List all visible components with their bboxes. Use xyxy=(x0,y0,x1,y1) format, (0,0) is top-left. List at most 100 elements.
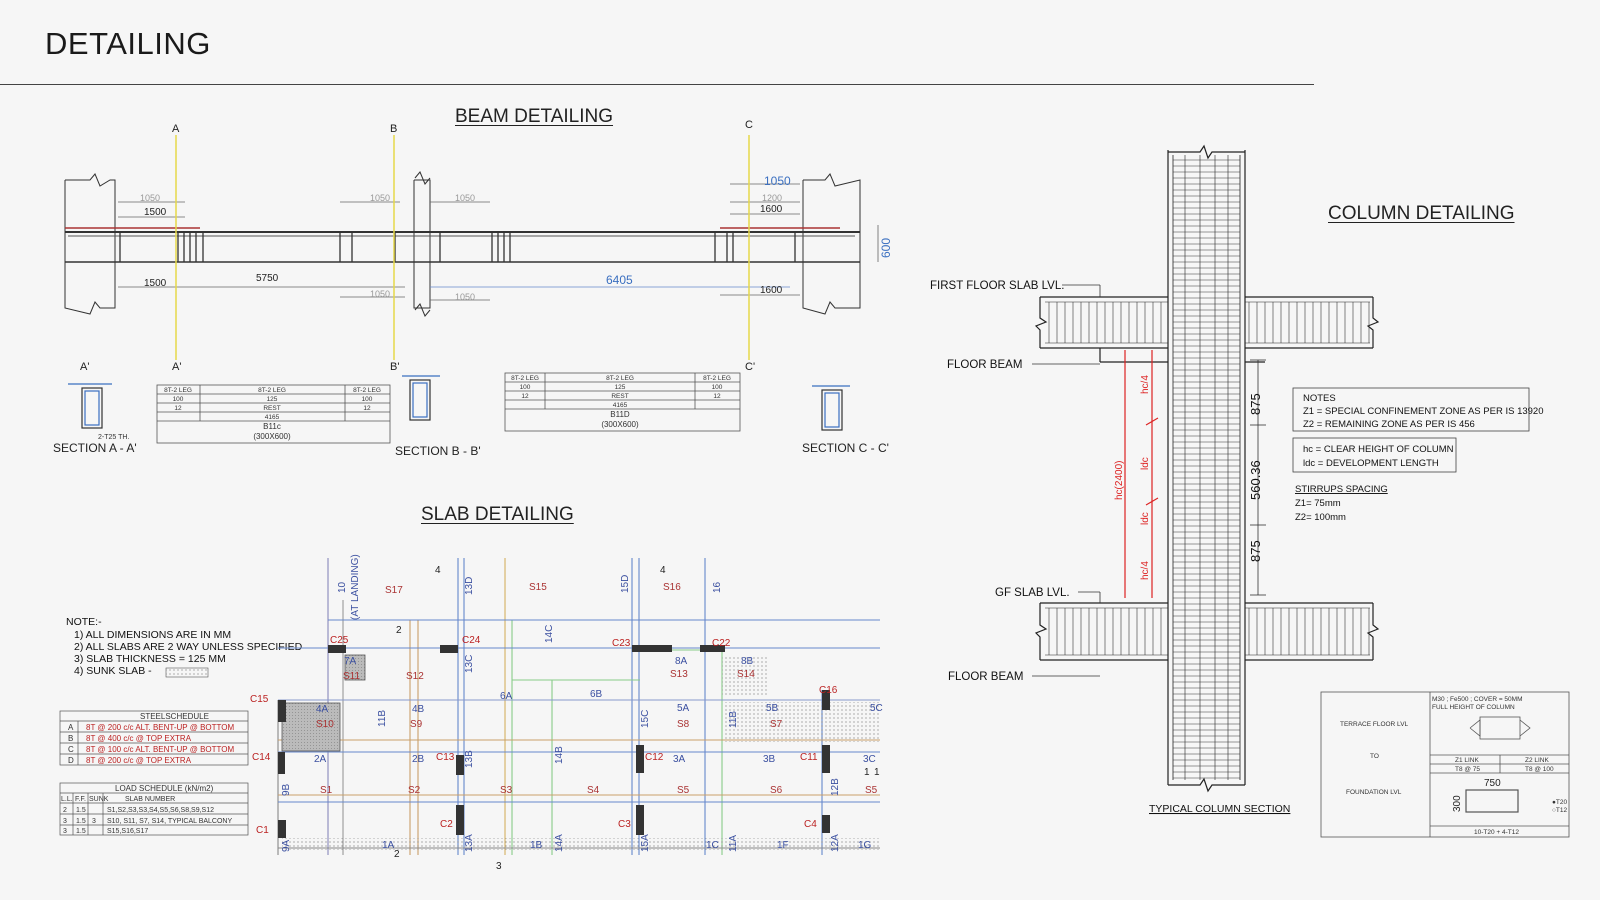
beam-table2-h2: 8T-2 LEG xyxy=(606,375,634,382)
box-t20: ●T20 xyxy=(1552,799,1568,806)
column-c1: C1 xyxy=(256,825,269,836)
dim-1050-e: 1050 xyxy=(455,292,475,302)
column-c3: C3 xyxy=(618,819,631,830)
stirrups-z1: Z1= 75mm xyxy=(1295,498,1341,509)
slab-s9: S9 xyxy=(410,719,423,730)
slab-s10: S10 xyxy=(316,719,334,730)
bay-3b: 3B xyxy=(763,754,776,765)
steel-row-b-key: B xyxy=(68,734,73,743)
bay-2a: 2A xyxy=(314,754,327,765)
dim-5750: 5750 xyxy=(256,273,279,284)
steel-schedule-title: STEELSCHEDULE xyxy=(140,712,209,721)
load-header-ff: F.F. xyxy=(75,796,86,803)
grid-11b-2: 11B xyxy=(728,711,739,728)
box-dim-750: 750 xyxy=(1484,778,1501,789)
column-c14: C14 xyxy=(252,752,271,763)
column-c15: C15 xyxy=(250,694,269,705)
grid-label-c: C xyxy=(745,119,753,131)
gf-slab-label: GF SLAB LVL. xyxy=(995,587,1070,599)
slab-note-4: 4) SUNK SLAB - xyxy=(74,665,152,677)
bay-5b: 5B xyxy=(766,703,779,714)
dim-1050-c: 1050 xyxy=(455,193,475,203)
beam-table2-r5: (300X600) xyxy=(601,420,639,429)
dim-1600-b: 1600 xyxy=(760,285,783,296)
column-c2: C2 xyxy=(440,819,453,830)
steel-row-d: 8T @ 200 c/c @ TOP EXTRA xyxy=(86,756,192,765)
dim-600: 600 xyxy=(879,238,893,258)
grid-11a: 11A xyxy=(728,835,739,852)
dim-875-top: 875 xyxy=(1248,393,1263,415)
beam-table1-r4: B11c xyxy=(263,422,281,431)
slab-note-title: NOTE:- xyxy=(66,616,102,628)
dim-875-bottom: 875 xyxy=(1248,540,1263,562)
grid-9a: 9A xyxy=(281,839,292,852)
bay-4b: 4B xyxy=(412,704,425,715)
load-r2-ff: 1.5 xyxy=(76,818,86,825)
section-c-label: SECTION C - C' xyxy=(802,441,889,455)
bay-7a: 7A xyxy=(344,656,357,667)
grid-14b: 14B xyxy=(554,746,565,764)
steel-row-a-key: A xyxy=(68,723,74,732)
bay-1f: 1F xyxy=(777,840,789,851)
grid-13b: 13B xyxy=(464,750,475,768)
load-header-ll: L.L. xyxy=(61,796,73,803)
label-hc4-top: hc/4 xyxy=(1140,375,1151,394)
beam-table2-r2a: 12 xyxy=(521,393,529,400)
label-hc4-bottom: hc/4 xyxy=(1140,561,1151,580)
slab-note-1: 1) ALL DIMENSIONS ARE IN MM xyxy=(74,629,231,641)
grid-9b: 9B xyxy=(281,783,292,796)
beam-table1-r2c: 12 xyxy=(363,405,371,412)
beam-table1-r1c: 100 xyxy=(362,396,373,403)
typical-column-section-label: TYPICAL COLUMN SECTION xyxy=(1149,803,1290,815)
slab-detailing-title: SLAB DETAILING xyxy=(421,504,574,525)
grid-11b: 11B xyxy=(377,710,388,727)
slab-s15: S15 xyxy=(529,582,547,593)
slab-s8: S8 xyxy=(677,719,690,730)
floor-beam-label-2: FLOOR BEAM xyxy=(948,671,1023,683)
column-c13: C13 xyxy=(436,752,455,763)
section-b-label: SECTION B - B' xyxy=(395,444,481,458)
box-z1-link: Z1 LINK xyxy=(1455,757,1480,764)
dim-1500-b: 1500 xyxy=(144,278,167,289)
grid-label-c-prime: C' xyxy=(745,361,755,373)
first-floor-slab-label: FIRST FLOOR SLAB LVL. xyxy=(930,280,1064,292)
label-ldc-bottom: ldc xyxy=(1140,512,1151,525)
beam-table2-r3: 4165 xyxy=(613,402,628,409)
load-header-slab: SLAB NUMBER xyxy=(125,796,175,803)
grid-label-b: B xyxy=(390,123,397,135)
load-r1-ff: 1.5 xyxy=(76,807,86,814)
beam-table1-h3: 8T-2 LEG xyxy=(353,387,381,394)
box-to: TO xyxy=(1370,753,1379,760)
column-detailing-title: COLUMN DETAILING xyxy=(1328,203,1515,224)
section-a-note: 2-T25 TH. xyxy=(98,434,129,441)
bay-6a: 6A xyxy=(500,691,513,702)
grid-14c: 14C xyxy=(544,625,555,643)
dim-6405: 6405 xyxy=(606,273,633,287)
slab-s5: S5 xyxy=(677,785,690,796)
box-z2-value: T8 @ 100 xyxy=(1525,766,1554,773)
beam-detailing-title: BEAM DETAILING xyxy=(455,106,614,127)
marker-4-right: 4 xyxy=(660,565,666,576)
slab-s5-b: S5 xyxy=(865,785,878,796)
beam-table2-r1c: 100 xyxy=(712,384,723,391)
box-bars: 10-T20 + 4-T12 xyxy=(1474,829,1519,836)
notes-line-2: Z2 = REMAINING ZONE AS PER IS 456 xyxy=(1303,419,1475,430)
grid-15c: 15C xyxy=(640,710,651,728)
marker-1b: 1 xyxy=(864,767,870,778)
beam-table1-r1a: 100 xyxy=(173,396,184,403)
box-header-1: M30 ; Fe500 ; COVER = 50MM xyxy=(1432,696,1523,703)
steel-row-c: 8T @ 100 c/c ALT. BENT-UP @ BOTTOM xyxy=(86,745,234,754)
column-stirrups xyxy=(1173,159,1240,779)
beam-table2-r1a: 100 xyxy=(520,384,531,391)
floor-beam-label-1: FLOOR BEAM xyxy=(947,359,1022,371)
load-r3-ff: 1.5 xyxy=(76,828,86,835)
column-c24: C24 xyxy=(462,635,481,646)
beam-table2-r1b: 125 xyxy=(615,384,626,391)
bay-3a: 3A xyxy=(673,754,686,765)
box-z2-link: Z2 LINK xyxy=(1525,757,1550,764)
grid-13c: 13C xyxy=(464,655,475,673)
bay-1c: 1C xyxy=(706,840,719,851)
